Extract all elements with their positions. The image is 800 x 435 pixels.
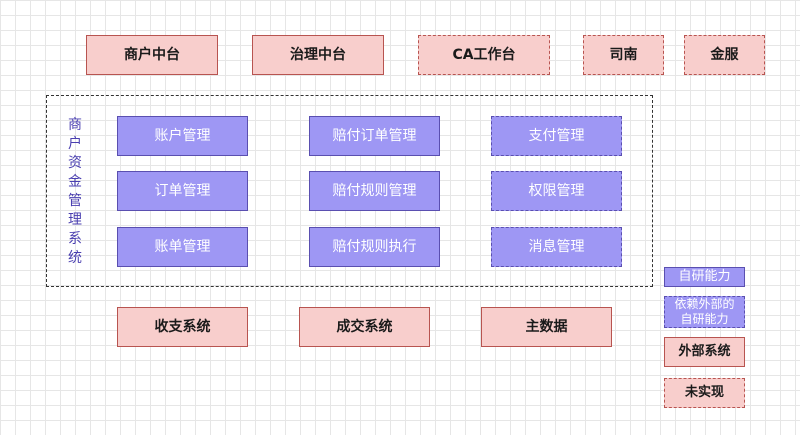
- legend-external-system: 外部系统: [664, 337, 745, 367]
- top-system-jinfu: 金服: [684, 35, 765, 75]
- module-label: 订单管理: [154, 182, 211, 199]
- module-account-management: 账户管理: [117, 116, 248, 156]
- top-system-governance-platform: 治理中台: [252, 35, 384, 75]
- top-system-label: CA工作台: [452, 46, 516, 63]
- top-system-sinan: 司南: [583, 35, 664, 75]
- top-system-merchant-platform: 商户中台: [86, 35, 218, 75]
- bottom-system-master-data: 主数据: [481, 307, 612, 347]
- legend-self-developed: 自研能力: [664, 267, 745, 287]
- legend-label: 自研能力: [678, 269, 731, 285]
- module-label: 赔付规则执行: [332, 238, 417, 255]
- top-system-label: 司南: [609, 46, 638, 63]
- bottom-system-transaction: 成交系统: [299, 307, 430, 347]
- module-compensation-rule-execution: 赔付规则执行: [309, 227, 440, 267]
- module-compensation-rule-management: 赔付规则管理: [309, 171, 440, 211]
- top-system-label: 金服: [710, 46, 739, 63]
- system-boundary: [46, 95, 653, 287]
- module-payment-management: 支付管理: [491, 116, 622, 156]
- module-label: 赔付规则管理: [332, 182, 417, 199]
- module-label: 账单管理: [154, 238, 211, 255]
- bottom-system-label: 成交系统: [336, 318, 393, 335]
- module-order-management: 订单管理: [117, 171, 248, 211]
- bottom-system-label: 收支系统: [154, 318, 211, 335]
- module-label: 支付管理: [528, 127, 585, 144]
- top-system-label: 治理中台: [290, 46, 346, 63]
- legend-label: 未实现: [684, 385, 724, 401]
- module-label: 赔付订单管理: [332, 127, 417, 144]
- legend-label: 外部系统: [678, 344, 731, 360]
- bottom-system-income-expense: 收支系统: [117, 307, 248, 347]
- module-label: 消息管理: [528, 238, 585, 255]
- legend-self-developed-external-dependency: 依赖外部的自研能力: [664, 296, 745, 328]
- system-title: 商户资金管理系统: [68, 117, 82, 266]
- bottom-system-label: 主数据: [525, 318, 568, 335]
- legend-not-implemented: 未实现: [664, 378, 745, 408]
- module-permission-management: 权限管理: [491, 171, 622, 211]
- module-message-management: 消息管理: [491, 227, 622, 267]
- module-label: 权限管理: [528, 182, 585, 199]
- module-label: 账户管理: [154, 127, 211, 144]
- top-system-ca-workbench: CA工作台: [418, 35, 550, 75]
- legend-label: 依赖外部的自研能力: [674, 297, 735, 326]
- top-system-label: 商户中台: [124, 46, 180, 63]
- module-compensation-order-management: 赔付订单管理: [309, 116, 440, 156]
- module-bill-management: 账单管理: [117, 227, 248, 267]
